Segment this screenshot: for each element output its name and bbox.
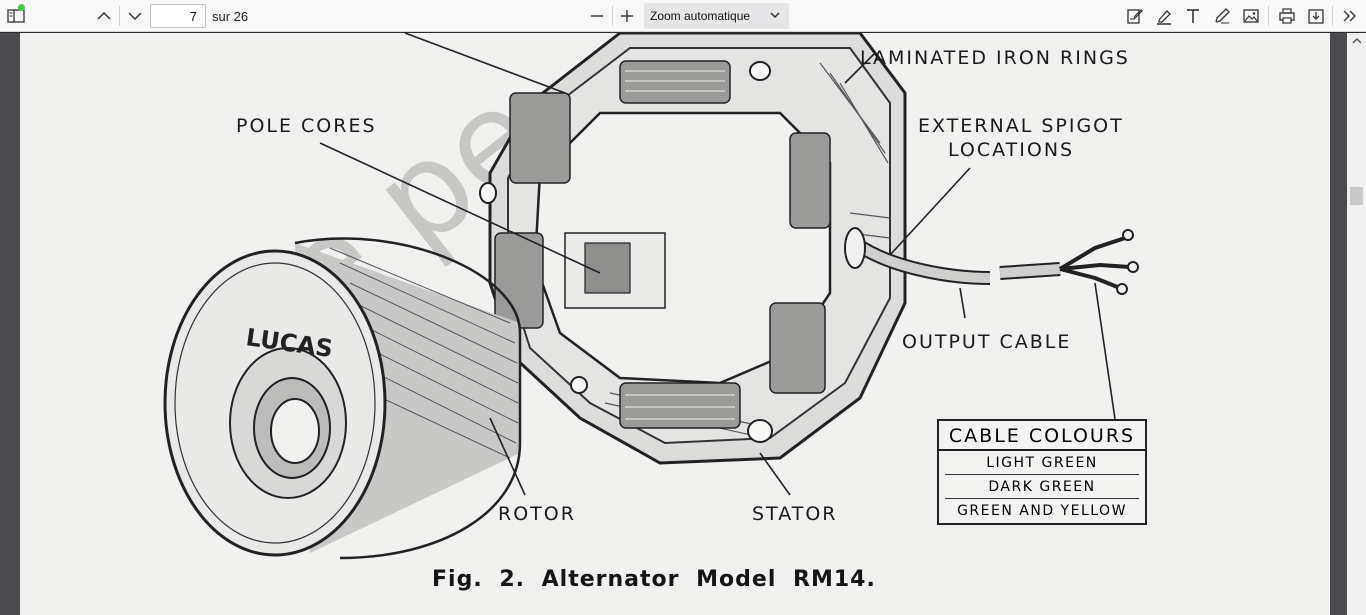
image-button[interactable]	[1239, 4, 1263, 28]
alternator-illustration: LUCAS	[163, 33, 1139, 560]
next-page-button[interactable]	[123, 4, 147, 28]
cable-colours-table: CABLE COLOURS LIGHT GREEN DARK GREEN GRE…	[937, 419, 1147, 525]
separator	[612, 6, 613, 26]
sidebar-toggle-icon[interactable]	[4, 4, 28, 28]
pdf-toolbar: sur 26 Zoom automatique	[0, 0, 1366, 32]
previous-page-button[interactable]	[92, 4, 116, 28]
save-button[interactable]	[1304, 4, 1328, 28]
save-icon	[1308, 9, 1324, 24]
zoom-select[interactable]: Zoom automatique	[644, 3, 789, 29]
print-button[interactable]	[1275, 4, 1299, 28]
label-laminated-iron-rings: LAMINATED IRON RINGS	[860, 47, 1130, 69]
label-stator: STATOR	[752, 503, 838, 525]
vertical-scrollbar[interactable]	[1347, 33, 1366, 615]
chevron-up-icon	[97, 11, 111, 20]
image-icon	[1243, 9, 1259, 23]
pdf-page: ne pe	[20, 33, 1330, 615]
text-button[interactable]	[1181, 4, 1205, 28]
figure-caption: Fig. 2. Alternator Model RM14.	[432, 567, 876, 592]
label-external-spigot: EXTERNAL SPIGOT	[918, 115, 1124, 137]
chevron-down-icon	[128, 12, 142, 21]
draw-button[interactable]	[1210, 4, 1234, 28]
zoom-in-button[interactable]	[615, 4, 639, 28]
label-locations: LOCATIONS	[948, 139, 1075, 161]
plus-icon	[621, 10, 633, 22]
text-icon	[1187, 9, 1199, 23]
print-icon	[1279, 8, 1295, 24]
minus-icon	[591, 15, 603, 17]
page-number-input[interactable]	[150, 4, 206, 28]
page-count-label: sur 26	[212, 9, 249, 24]
separator	[1332, 6, 1333, 26]
document-viewer[interactable]: ne pe	[0, 33, 1366, 615]
pen-icon	[1215, 8, 1230, 24]
separator	[1268, 6, 1269, 26]
separator	[119, 6, 120, 26]
label-pole-cores: POLE CORES	[236, 115, 377, 137]
form-edit-button[interactable]	[1123, 4, 1147, 28]
form-edit-icon	[1127, 9, 1143, 24]
zoom-select-value: Zoom automatique	[650, 9, 751, 23]
cable-table-title: CABLE COLOURS	[939, 421, 1145, 451]
more-tools-button[interactable]	[1338, 4, 1362, 28]
cable-table-row: LIGHT GREEN	[945, 451, 1139, 475]
scrollbar-thumb[interactable]	[1350, 187, 1363, 205]
zoom-out-button[interactable]	[585, 4, 609, 28]
cable-table-row: GREEN AND YELLOW	[957, 503, 1127, 519]
label-output-cable: OUTPUT CABLE	[902, 331, 1072, 353]
highlight-button[interactable]	[1152, 4, 1176, 28]
cable-table-row: DARK GREEN	[945, 475, 1139, 499]
double-chevron-right-icon	[1343, 10, 1356, 22]
notification-dot	[18, 4, 25, 11]
label-rotor: ROTOR	[498, 503, 576, 525]
highlighter-icon	[1157, 10, 1171, 25]
chevron-down-icon	[770, 12, 780, 19]
scroll-up-arrow-icon[interactable]	[1352, 37, 1362, 48]
